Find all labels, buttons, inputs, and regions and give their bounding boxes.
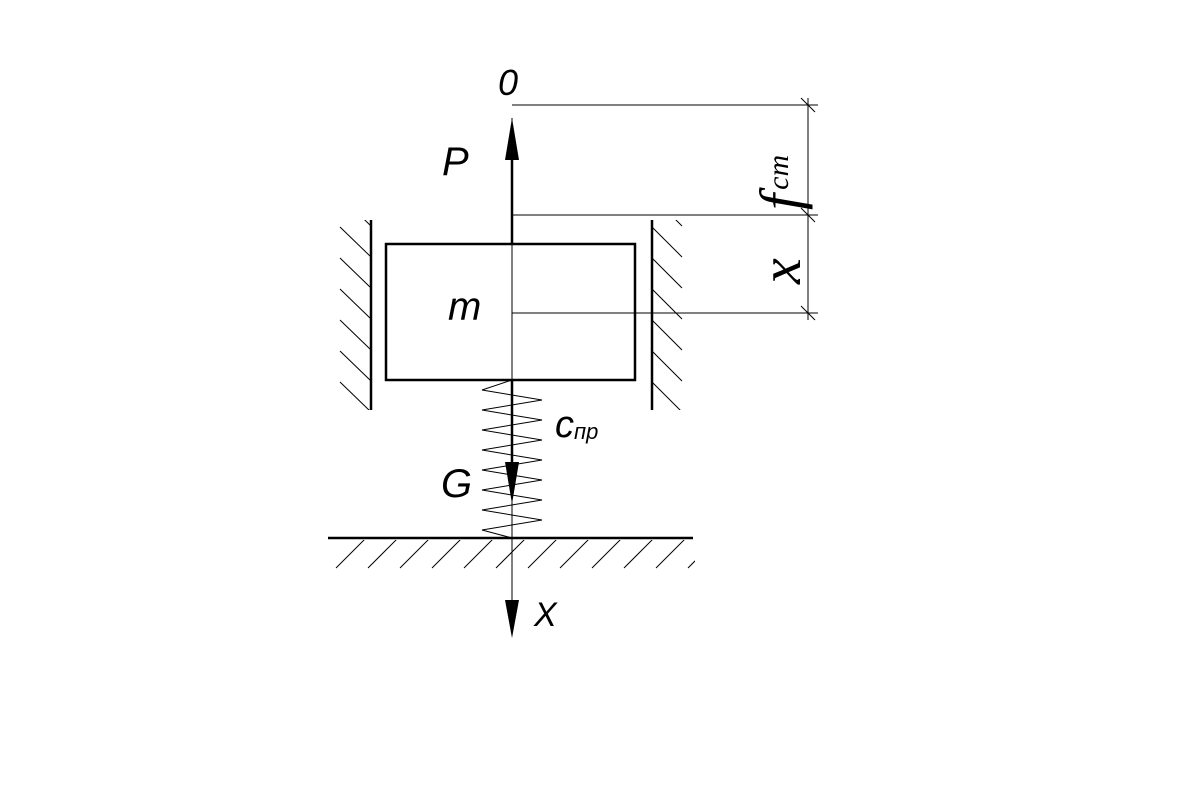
dim-tick-top bbox=[800, 97, 816, 113]
spring bbox=[481, 379, 543, 539]
static-deflection-label: fст bbox=[748, 155, 813, 210]
mass-label: m bbox=[448, 285, 481, 329]
axis-x-label: X bbox=[533, 596, 558, 634]
right-wall-hatching bbox=[652, 220, 683, 410]
weight-label: G bbox=[441, 462, 472, 506]
force-p-label: P bbox=[442, 140, 469, 184]
left-wall-hatching bbox=[339, 220, 372, 410]
static-deflection-group: fст bbox=[748, 155, 813, 210]
displacement-group: x bbox=[748, 258, 813, 285]
force-g-arrowhead bbox=[505, 462, 519, 504]
mass-block bbox=[384, 242, 637, 382]
force-p-arrowhead bbox=[505, 118, 519, 160]
ground-hatching bbox=[335, 540, 695, 569]
dim-tick-mid bbox=[800, 207, 816, 223]
axis-x-arrowhead bbox=[505, 600, 519, 638]
origin-label: 0 bbox=[498, 62, 518, 103]
displacement-label: x bbox=[748, 258, 813, 285]
spring-stiffness-label: cпр bbox=[555, 404, 598, 446]
dim-tick-bottom bbox=[800, 305, 816, 321]
